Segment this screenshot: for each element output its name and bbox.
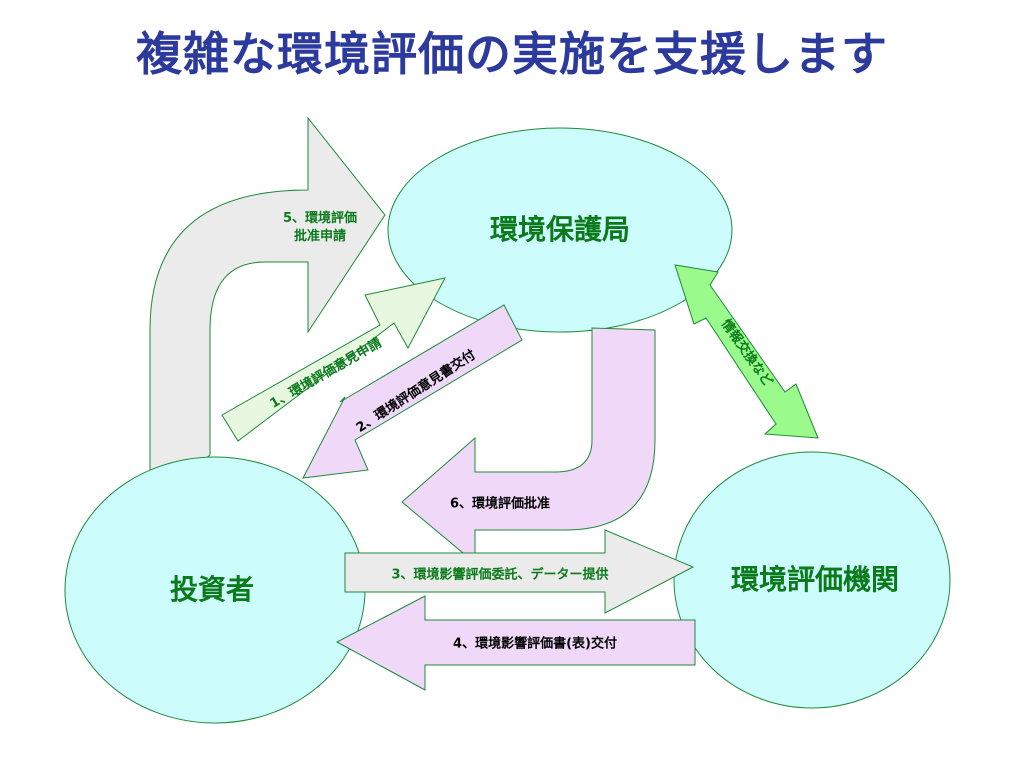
arrow-5-label-line1: 5、環境評価 (282, 211, 358, 226)
investor-label: 投資者 (169, 573, 255, 606)
agency-circle (673, 451, 951, 709)
arrow-6-approval (401, 327, 656, 565)
arrow-3-label: 3、環境影響評価委託、データー提供 (391, 567, 609, 583)
arrow-4-label: 4、環境影響評価書(表)交付 (453, 636, 617, 652)
epa-circle (387, 127, 733, 333)
epa-label: 環境保護局 (489, 213, 631, 246)
arrow-1-opinion-application (221, 277, 446, 442)
arrow-5-approval-application (149, 116, 386, 507)
arrow-5-label-line2: 批准申請 (293, 229, 347, 244)
arrow-6-label: 6、環境評価批准 (449, 496, 551, 512)
arrow-3-commission (344, 529, 695, 614)
arrow-7-information-exchange (674, 264, 819, 439)
page-title: 複雑な環境評価の実施を支援します (136, 27, 888, 81)
arrow-5-label: 5、環境評価 批准申請 (283, 210, 357, 246)
arrow-2-opinion-issuance (302, 304, 523, 479)
arrow-4-report-issuance (335, 595, 696, 691)
agency-label: 環境評価機関 (730, 563, 900, 596)
